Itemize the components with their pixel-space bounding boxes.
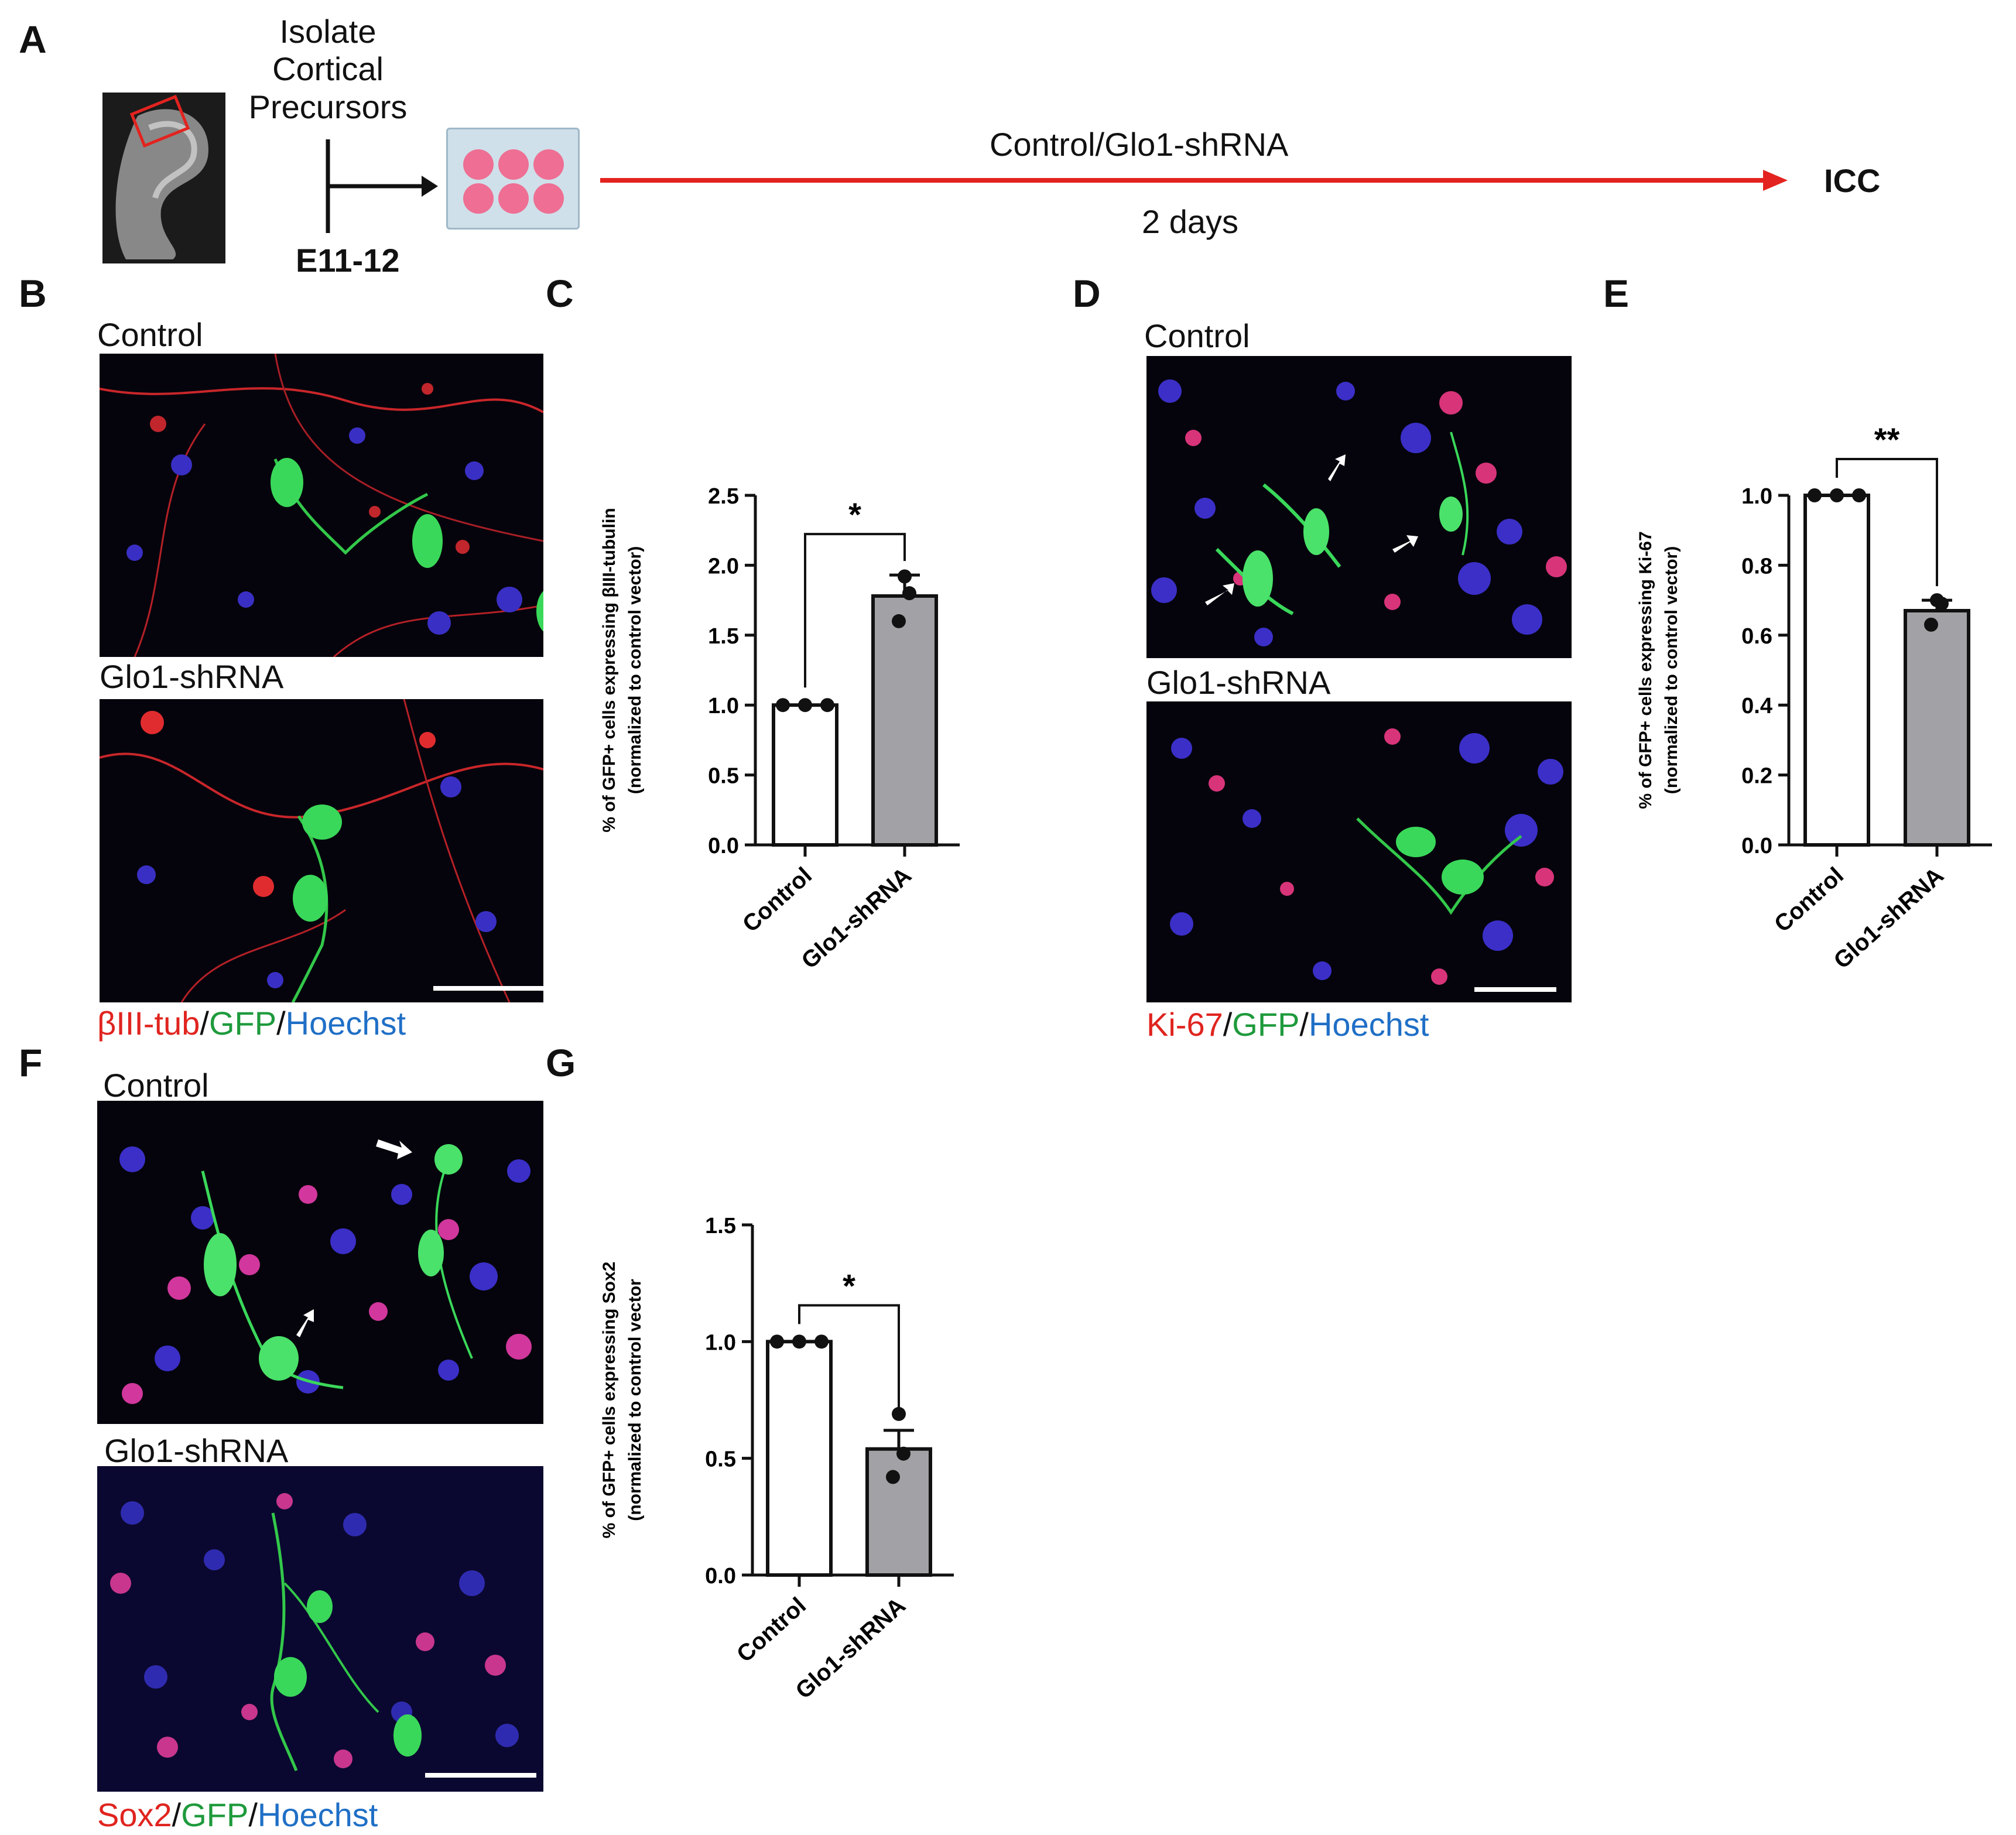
endpoint-label: ICC: [1824, 162, 1881, 199]
data-point: [776, 698, 790, 713]
x-tick-label: Control: [732, 1593, 811, 1668]
significance-bracket: [798, 1304, 900, 1416]
panel-letter-e: E: [1603, 272, 1630, 315]
data-point: [792, 1334, 806, 1349]
panel-letter-g: G: [546, 1041, 576, 1084]
y-tick-label: 1.5: [705, 1214, 736, 1238]
y-axis-label: % of GFP+ cells expressing Ki-67: [1636, 531, 1655, 809]
x-tick-label: Control: [1769, 862, 1849, 937]
data-point: [1935, 597, 1949, 611]
y-tick-label: 2.0: [708, 554, 739, 578]
data-point: [886, 1470, 900, 1484]
panel-letter-a: A: [19, 18, 47, 61]
significance-marker: **: [1874, 421, 1900, 458]
chart-g: 0.0 0.5 1.0 1.5 % of GFP+ cells expressing S…: [600, 1214, 954, 1704]
panel-f-glo1-label: Glo1-shRNA: [104, 1432, 289, 1469]
y-axis-label: (normalized to control vector): [625, 546, 645, 794]
significance-bracket: [804, 533, 906, 688]
panel-d-control-label: Control: [1144, 317, 1250, 354]
y-axis-label: (normalized to control vector: [625, 1279, 645, 1521]
y-tick-label: 0.4: [1741, 694, 1772, 718]
micrograph-f-control: [97, 1101, 543, 1424]
data-point: [798, 698, 812, 713]
bar-glo1-shrna: [871, 594, 938, 847]
y-tick-label: 0.2: [1741, 764, 1772, 789]
panel-f-stain-legend: Sox2/GFP/Hoechst: [97, 1796, 378, 1833]
panel-b-stain-legend: βIII-tub/GFP/Hoechst: [97, 1005, 406, 1042]
y-tick-label: 1.0: [1741, 484, 1772, 509]
bar-glo1-shrna: [865, 1447, 932, 1577]
chart-g-body: 0.0 0.5 1.0 1.5 % of GFP+ cells expressing S…: [600, 1214, 954, 1704]
data-point: [814, 1334, 829, 1349]
culture-plate-icon: [446, 128, 580, 230]
timeline-arrow: [326, 139, 438, 233]
y-tick-label: 1.0: [705, 1330, 736, 1355]
panel-d-glo1-label: Glo1-shRNA: [1146, 664, 1331, 701]
data-point: [898, 569, 912, 584]
x-tick-label: Glo1-shRNA: [1829, 862, 1949, 974]
y-axis-label: % of GFP+ cells expressing Sox2: [600, 1262, 619, 1539]
y-tick-label: 1.0: [708, 694, 739, 718]
chart-c: 0.0 0.5 1.0 1.5 2.0 2.5 % of GFP+ cells expres…: [600, 484, 960, 974]
duration-label: 2 days: [1142, 203, 1238, 240]
panel-letter-f: F: [19, 1041, 43, 1084]
panel-b-control-label: Control: [97, 316, 203, 353]
data-point: [1852, 488, 1866, 502]
y-tick-label: 0.0: [705, 1564, 736, 1588]
data-point: [1830, 488, 1844, 502]
panel-letter-b: B: [19, 272, 47, 315]
bar-control: [772, 703, 838, 847]
significance-marker: *: [848, 496, 861, 533]
y-tick-label: 0.0: [1741, 834, 1772, 858]
data-point: [770, 1334, 784, 1349]
data-point: [896, 1446, 911, 1461]
panel-letter-c: C: [546, 272, 574, 315]
y-axis-label: (normalized to control vector): [1662, 546, 1681, 794]
y-tick-label: 2.5: [708, 484, 739, 509]
y-axis-label: % of GFP+ cells expressing βIII-tubulin: [600, 508, 619, 832]
x-tick-label: Control: [738, 862, 817, 937]
brain-section-image: [102, 93, 225, 263]
data-point: [892, 614, 906, 628]
stage-label: E11-12: [296, 242, 400, 279]
treatment-timeline-arrow: [600, 170, 1788, 191]
significance-bracket: [1836, 458, 1938, 587]
data-point: [1924, 617, 1938, 632]
y-tick-label: 0.0: [708, 834, 739, 858]
y-tick-label: 0.5: [705, 1447, 736, 1472]
y-tick-label: 0.5: [708, 764, 739, 789]
chart-e: 0.0 0.2 0.4 0.6 0.8 1.0 % of GFP+ cells expres…: [1636, 421, 1992, 974]
y-tick-label: 0.6: [1741, 624, 1772, 649]
bar-control: [1803, 494, 1870, 847]
chart-e-body: 0.0 0.2 0.4 0.6 0.8 1.0 % of GFP+ cells expres…: [1636, 421, 1992, 974]
isolate-label: Isolate Cortical Precursors: [248, 13, 408, 125]
micrograph-d-glo1: [1146, 701, 1572, 1002]
panel-f-control-label: Control: [103, 1067, 209, 1104]
micrograph-f-glo1: [97, 1466, 543, 1792]
micrograph-b-glo1: [100, 699, 543, 1002]
micrograph-d-control: [1146, 356, 1572, 658]
panel-letter-d: D: [1073, 272, 1101, 315]
y-tick-label: 1.5: [708, 624, 739, 649]
bar-control: [766, 1340, 833, 1577]
chart-c-body: 0.0 0.5 1.0 1.5 2.0 2.5 % of GFP+ cells expres…: [600, 484, 960, 974]
data-point: [902, 586, 916, 601]
panel-d-stain-legend: Ki-67/GFP/Hoechst: [1146, 1006, 1429, 1043]
y-tick-label: 0.8: [1741, 554, 1772, 578]
significance-marker: *: [843, 1267, 855, 1304]
panel-b-glo1-label: Glo1-shRNA: [100, 658, 284, 695]
treatment-label: Control/Glo1-shRNA: [990, 126, 1289, 163]
data-point: [1808, 488, 1822, 502]
data-point: [820, 698, 834, 713]
micrograph-b-control: [100, 354, 543, 657]
bar-glo1-shrna: [1904, 609, 1970, 847]
